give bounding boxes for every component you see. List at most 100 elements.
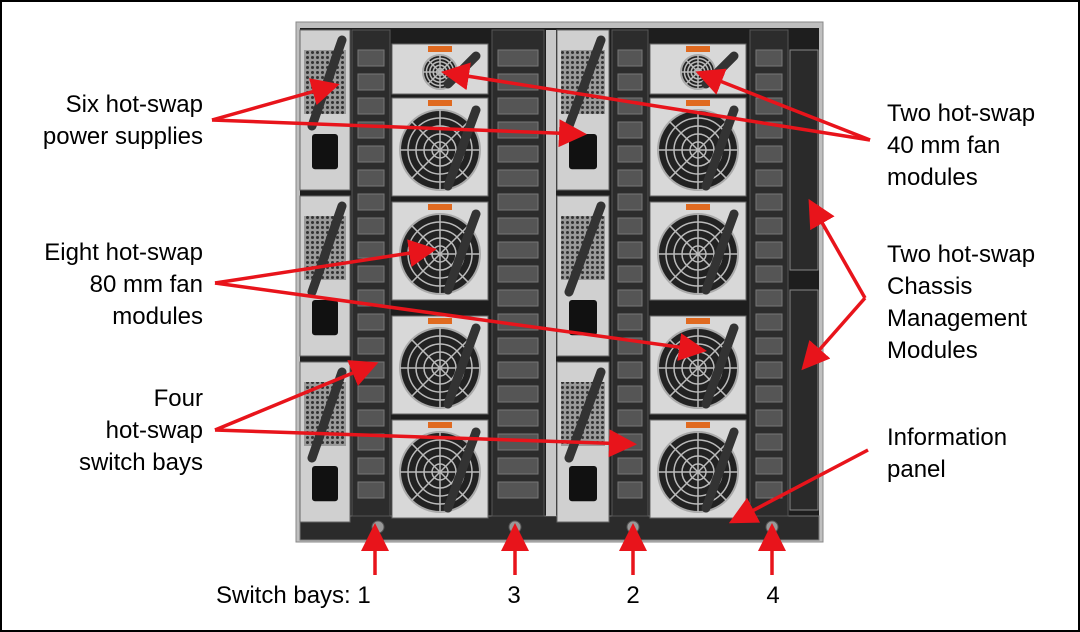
port <box>357 73 385 91</box>
port <box>357 217 385 235</box>
port <box>617 385 643 403</box>
handle <box>564 201 606 297</box>
port <box>755 217 783 235</box>
port <box>755 193 783 211</box>
svg-text:4: 4 <box>766 582 779 609</box>
port <box>617 217 643 235</box>
port <box>357 193 385 211</box>
label-switch-bays: Four hot-swap switch bays <box>79 385 203 476</box>
svg-text:power supplies: power supplies <box>43 123 203 150</box>
release-tab <box>686 204 710 210</box>
svg-text:hot-swap: hot-swap <box>106 417 203 444</box>
port <box>755 409 783 427</box>
callout-arrow <box>801 296 867 371</box>
handle <box>443 105 481 191</box>
port <box>497 169 539 187</box>
handle <box>701 427 739 513</box>
port <box>755 361 783 379</box>
svg-text:Eight hot-swap: Eight hot-swap <box>44 239 203 266</box>
port <box>497 193 539 211</box>
port <box>755 289 783 307</box>
switch-bay-3 <box>491 29 545 517</box>
label-info-panel: Information panel <box>887 424 1007 483</box>
power-supply <box>299 29 351 191</box>
svg-text:Six hot-swap: Six hot-swap <box>66 91 203 118</box>
port <box>357 409 385 427</box>
port <box>617 409 643 427</box>
callout-arrow <box>441 62 871 142</box>
fan-80mm <box>391 201 489 301</box>
port <box>497 145 539 163</box>
release-tab <box>686 318 710 324</box>
label-power-supplies: Six hot-swap power supplies <box>43 91 203 150</box>
callout-arrow <box>695 68 871 142</box>
svg-text:panel: panel <box>887 456 946 483</box>
port <box>497 385 539 403</box>
label-80mm-fans: Eight hot-swap 80 mm fan modules <box>44 239 203 330</box>
port <box>497 481 539 499</box>
power-socket <box>569 300 597 336</box>
release-tab <box>686 46 710 52</box>
port <box>755 241 783 259</box>
power-socket <box>312 134 338 170</box>
port <box>755 49 783 67</box>
svg-text:Information: Information <box>887 424 1007 451</box>
svg-text:40 mm fan: 40 mm fan <box>887 132 1000 159</box>
port <box>497 361 539 379</box>
label-40mm-fans: Two hot-swap 40 mm fan modules <box>887 100 1035 191</box>
fan-80mm <box>391 419 489 519</box>
label-cmm: Two hot-swap Chassis Management Modules <box>887 241 1035 364</box>
svg-text:switch bays: switch bays <box>79 449 203 476</box>
release-tab <box>686 100 710 106</box>
port <box>357 457 385 475</box>
port <box>357 337 385 355</box>
port <box>617 241 643 259</box>
port <box>755 265 783 283</box>
port <box>497 409 539 427</box>
power-socket <box>312 300 338 336</box>
port <box>755 457 783 475</box>
port <box>617 361 643 379</box>
fan-80mm <box>649 419 747 519</box>
port <box>497 289 539 307</box>
callout-arrows <box>211 62 871 575</box>
svg-text:modules: modules <box>887 164 978 191</box>
power-supply <box>556 29 610 191</box>
svg-text:Chassis: Chassis <box>887 273 972 300</box>
handle <box>443 427 481 513</box>
release-tab <box>428 318 452 324</box>
power-socket <box>569 134 597 170</box>
switch-bay-1 <box>351 29 391 517</box>
port <box>617 457 643 475</box>
callout-arrow <box>728 448 869 524</box>
divider <box>546 30 556 516</box>
handle <box>307 201 347 297</box>
port <box>755 169 783 187</box>
fan-40mm <box>391 43 489 95</box>
fan-80mm <box>649 315 747 415</box>
release-tab <box>428 100 452 106</box>
svg-text:Two hot-swap: Two hot-swap <box>887 100 1035 127</box>
svg-text:2: 2 <box>626 582 639 609</box>
power-supply <box>299 195 351 357</box>
port <box>357 49 385 67</box>
callout-arrow <box>214 281 707 361</box>
port <box>497 265 539 283</box>
handle <box>701 105 739 191</box>
svg-text:Two hot-swap: Two hot-swap <box>887 241 1035 268</box>
port <box>497 217 539 235</box>
svg-text:Four: Four <box>154 385 203 412</box>
port <box>617 313 643 331</box>
power-supply <box>556 195 610 357</box>
svg-text:Management: Management <box>887 305 1027 332</box>
port <box>357 145 385 163</box>
port <box>617 145 643 163</box>
fan-80mm <box>391 315 489 415</box>
port <box>357 169 385 187</box>
port <box>357 385 385 403</box>
port <box>497 49 539 67</box>
cmm-1 <box>789 289 819 511</box>
callout-arrow <box>214 428 637 458</box>
